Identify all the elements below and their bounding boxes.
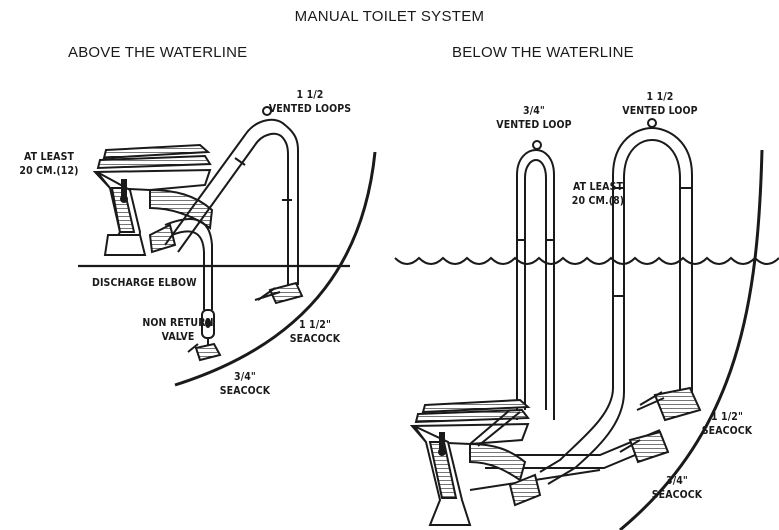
left-discharge-hose [164, 218, 215, 352]
label-right-at-least: AT LEAST 20 CM.(8) [571, 181, 625, 207]
left-toilet [92, 143, 214, 256]
left-seacock-large [254, 281, 304, 305]
label-non-return-valve: NON RETURN VALVE [142, 317, 214, 343]
label-left-at-least: AT LEAST 20 CM.(12) [19, 151, 79, 177]
label-discharge-elbow: DISCHARGE ELBOW [92, 277, 197, 289]
label-left-vented-loops: 1 1/2 VENTED LOOPS [268, 89, 352, 115]
right-waterline [394, 256, 779, 265]
label-left-seacock-large: 1 1/2" SEACOCK [289, 319, 341, 345]
right-toilet [409, 398, 542, 526]
right-vented-loop-1-1-2 [539, 118, 693, 485]
section-title-below: BELOW THE WATERLINE [452, 44, 634, 61]
right-seacock-large [636, 386, 702, 422]
left-hull-line [174, 151, 377, 387]
label-right-seacock-small: 3/4" SEACOCK [651, 475, 703, 501]
right-vented-loop-3-4 [516, 140, 555, 420]
label-right-vented-loop-small: 3/4" VENTED LOOP [496, 105, 572, 131]
left-seacock-small [187, 342, 222, 362]
label-left-seacock-small: 3/4" SEACOCK [219, 371, 271, 397]
section-title-above: ABOVE THE WATERLINE [68, 44, 248, 61]
diagram-title: MANUAL TOILET SYSTEM [294, 8, 485, 25]
label-right-seacock-large: 1 1/2" SEACOCK [701, 411, 753, 437]
left-vented-loop-1-1-2 [164, 106, 299, 285]
right-seacock-small [619, 430, 670, 464]
right-hull-line [619, 149, 764, 530]
label-right-vented-loop-large: 1 1/2 VENTED LOOP [622, 91, 698, 117]
